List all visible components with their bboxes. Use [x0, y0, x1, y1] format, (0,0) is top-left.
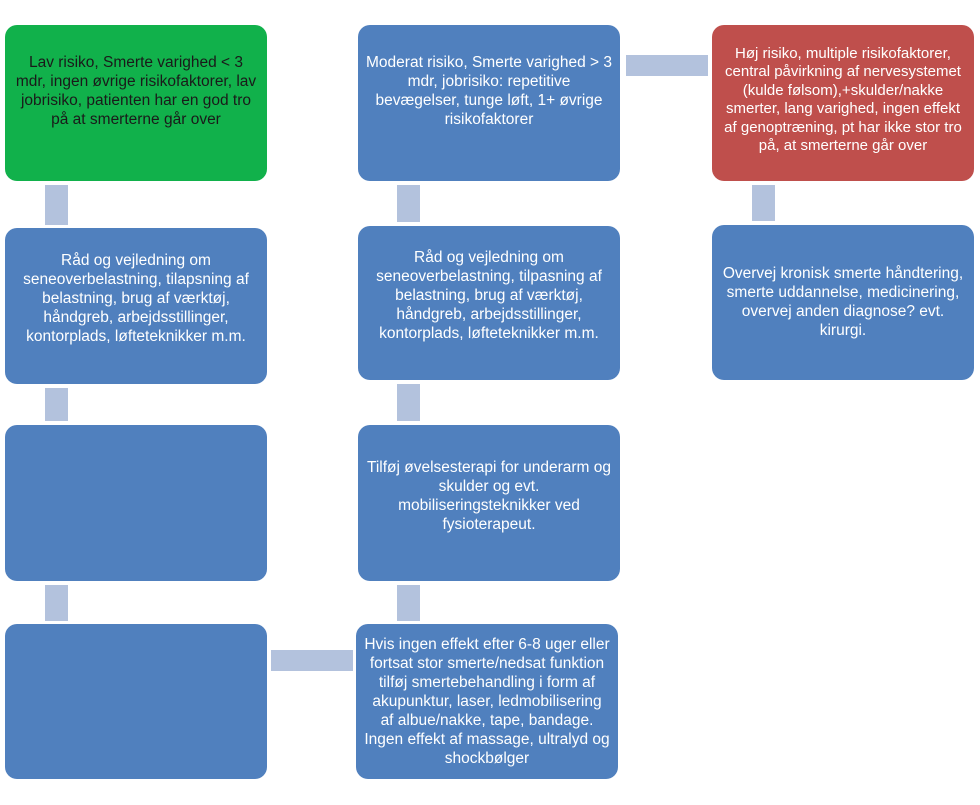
high-risk-text: Høj risiko, multiple risikofaktorer, cen… [724, 44, 962, 155]
connector-middle-1 [397, 185, 420, 222]
high-risk-box: Høj risiko, multiple risikofaktorer, cen… [712, 25, 974, 181]
empty-left-box-2 [5, 624, 267, 779]
exercise-box: Tilføj øvelsesterapi for underarm og sku… [358, 425, 620, 581]
no-effect-text: Hvis ingen effekt efter 6-8 uger eller f… [364, 636, 610, 767]
moderate-risk-box: Moderat risiko, Smerte varighed > 3 mdr,… [358, 25, 620, 181]
empty-left-box-1 [5, 425, 267, 581]
chronic-text: Overvej kronisk smerte håndtering, smert… [722, 264, 964, 339]
moderate-risk-text: Moderat risiko, Smerte varighed > 3 mdr,… [366, 54, 612, 128]
connector-left-1 [45, 185, 68, 225]
connector-left-2 [45, 388, 68, 421]
connector-middle-3 [397, 585, 420, 621]
connector-middle-2 [397, 384, 420, 421]
connector-right-1 [752, 185, 775, 221]
low-risk-box: Lav risiko, Smerte varighed < 3 mdr, ing… [5, 25, 267, 181]
connector-left-3 [45, 585, 68, 621]
connector-top-horizontal [626, 55, 708, 76]
advice-middle-text: Råd og vejledning om seneoverbelastning,… [376, 248, 602, 342]
low-risk-text: Lav risiko, Smerte varighed < 3 mdr, ing… [15, 54, 257, 128]
advice-left-text: Råd og vejledning om seneoverbelastning,… [23, 251, 249, 345]
chronic-box: Overvej kronisk smerte håndtering, smert… [712, 225, 974, 380]
no-effect-box: Hvis ingen effekt efter 6-8 uger eller f… [356, 624, 618, 779]
advice-left-box: Råd og vejledning om seneoverbelastning,… [5, 228, 267, 384]
advice-middle-box: Råd og vejledning om seneoverbelastning,… [358, 226, 620, 380]
connector-bottom-horizontal [271, 650, 353, 671]
exercise-text: Tilføj øvelsesterapi for underarm og sku… [366, 459, 612, 533]
